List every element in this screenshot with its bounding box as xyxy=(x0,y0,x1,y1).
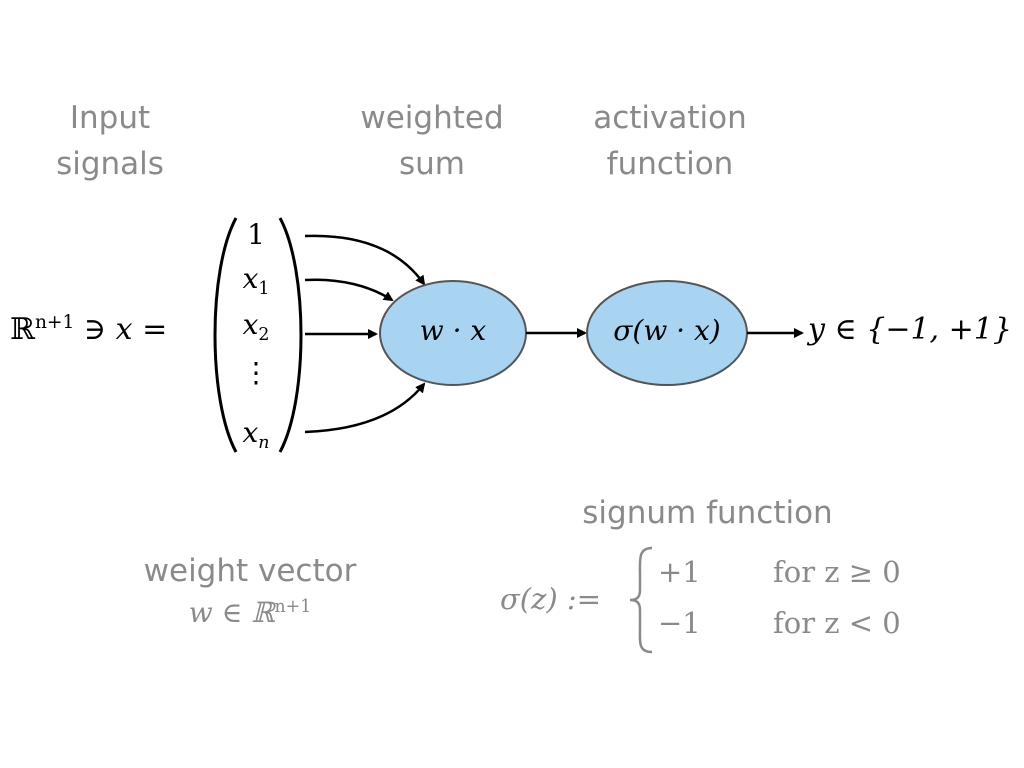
signum-function-label: signum function xyxy=(582,495,833,531)
vector-item-xn: xn xyxy=(242,416,270,454)
vector-left-paren xyxy=(213,217,238,453)
weighted-sum-text: w · x xyxy=(419,314,487,347)
case-2-condition: for z < 0 xyxy=(773,606,901,640)
input-domain-expression: ℝn+1 ∋ x = xyxy=(10,311,168,347)
input-signals-label: Input signals xyxy=(56,100,164,182)
case-2-value: −1 xyxy=(658,606,701,640)
cases-brace xyxy=(629,546,653,654)
case-1-value: +1 xyxy=(658,555,701,589)
output-expression: y ∈ {−1, +1} xyxy=(808,312,1012,347)
weight-vector-definition: w ∈ ℝn+1 xyxy=(188,596,312,629)
case-1-condition: for z ≥ 0 xyxy=(773,555,901,589)
sigma-definition: σ(z) := xyxy=(500,582,601,616)
weight-vector-label: weight vector xyxy=(143,553,357,589)
input-arrow-4 xyxy=(304,382,426,434)
weighted-sum-label: weighted sum xyxy=(360,100,504,182)
vector-right-paren xyxy=(278,217,303,453)
activation-text: σ(w · x) xyxy=(613,314,721,347)
vector-item-x2: x2 xyxy=(242,308,270,346)
input-arrow-1 xyxy=(304,234,426,286)
vector-item-dots: ⋮ xyxy=(242,356,270,389)
input-arrow-2 xyxy=(304,278,394,302)
activation-function-label: activation function xyxy=(593,100,747,182)
vector-item-x1: x1 xyxy=(242,262,270,300)
vector-item-1: 1 xyxy=(247,218,265,251)
